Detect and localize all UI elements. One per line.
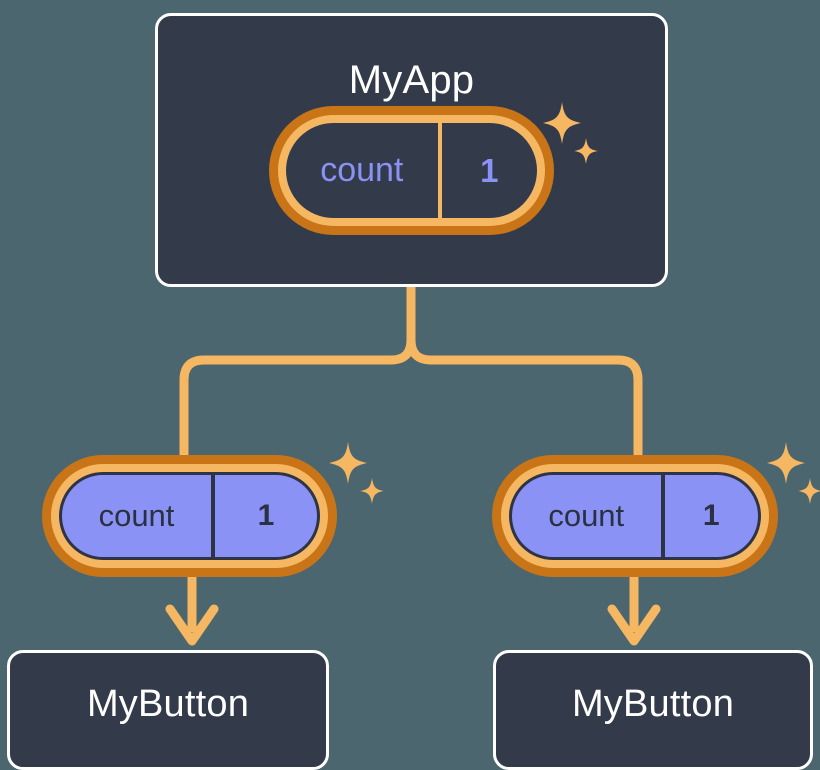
arrow-down-icon-left	[165, 604, 219, 646]
right-state-pill-band: count 1	[501, 464, 769, 568]
edge-root-to-right	[406, 282, 643, 460]
root-state-value: 1	[480, 151, 499, 189]
right-state-pill-core: count 1	[509, 472, 761, 560]
left-child-component-card[interactable]: MyButton	[7, 650, 329, 770]
root-state-key: count	[286, 123, 442, 218]
right-child-component-label: MyButton	[571, 683, 735, 725]
left-state-pill-band: count 1	[51, 464, 328, 568]
root-state-pill[interactable]: count 1	[269, 106, 554, 235]
page-title: MyApp	[348, 58, 475, 102]
right-state-value: 1	[702, 499, 720, 532]
root-state-pill-core: count 1	[286, 123, 537, 218]
left-state-value: 1	[257, 499, 275, 532]
left-state-pill[interactable]: count 1	[42, 455, 337, 577]
right-state-pill[interactable]: count 1	[492, 455, 778, 577]
arrow-down-icon-right	[607, 604, 661, 646]
right-child-component-card[interactable]: MyButton	[493, 650, 813, 770]
right-state-key: count	[512, 475, 665, 557]
edge-root-to-left	[179, 282, 416, 460]
left-state-key: count	[62, 475, 215, 557]
left-child-component-label: MyButton	[86, 683, 250, 725]
root-state-pill-band: count 1	[278, 115, 545, 226]
left-state-pill-core: count 1	[59, 472, 320, 560]
